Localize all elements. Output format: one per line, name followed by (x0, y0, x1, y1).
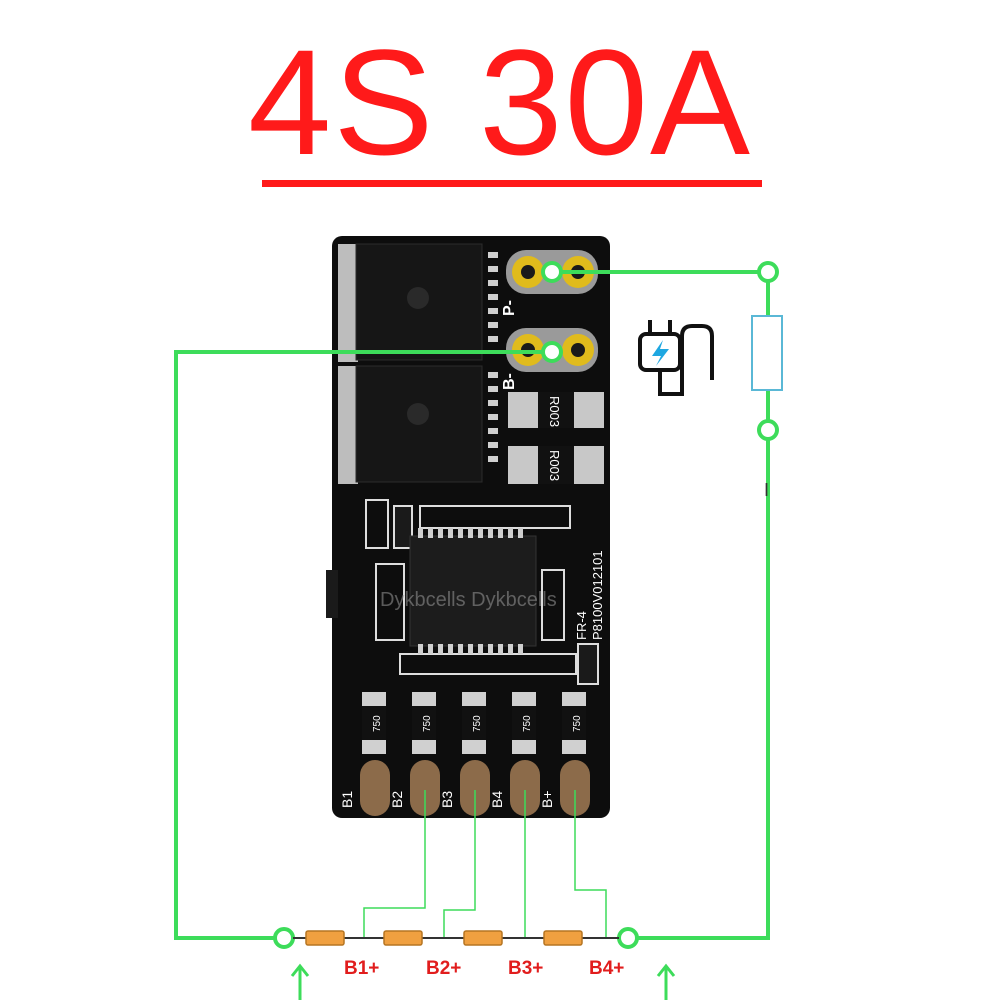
board-text-fr4: FR-4 (574, 611, 589, 640)
load-resistor (751, 315, 783, 391)
resistor-marking-4: 750 (522, 715, 533, 732)
shunt-marking-2: R003 (547, 450, 562, 481)
shunt-resistor-2: R003 (508, 446, 604, 484)
balance-resistor-5: 750 (562, 692, 586, 754)
up-arrow-icon (290, 963, 310, 1000)
pad-p-label: P- (501, 300, 518, 316)
up-arrow-icon (656, 963, 676, 1000)
shunt-resistor-1: R003 (508, 392, 604, 428)
control-ic (409, 528, 537, 654)
tap-label-b2: B2 (389, 791, 405, 808)
main-wires (174, 270, 770, 940)
wire-nodes (273, 261, 779, 949)
title-underline (262, 180, 762, 187)
battery-cell-1 (305, 930, 345, 946)
battery-cell-2 (383, 930, 423, 946)
balance-resistor-1: 750 (362, 692, 386, 754)
battery-label-b2: B2+ (426, 958, 461, 979)
battery-cell-4 (543, 930, 583, 946)
resistor-marking-1: 750 (372, 715, 383, 732)
battery-chain (293, 930, 619, 946)
balance-resistor-3: 750 (462, 692, 486, 754)
balance-wires (363, 790, 607, 938)
balance-resistor-4: 750 (512, 692, 536, 754)
battery-label-b3: B3+ (508, 958, 543, 979)
battery-label-b4: B4+ (589, 958, 624, 979)
bms-board: P- B- R003 R003 (326, 236, 610, 818)
charger-plug-icon (638, 320, 714, 396)
tap-label-bplus: B+ (539, 790, 555, 808)
resistor-marking-2: 750 (422, 715, 433, 732)
resistor-marking-5: 750 (572, 715, 583, 732)
mosfet-top (338, 243, 483, 362)
shunt-marking-1: R003 (547, 396, 562, 427)
pad-b-label: B- (501, 373, 518, 390)
battery-label-b1: B1+ (344, 958, 379, 979)
board-text-code: P8100V012101 (590, 550, 605, 640)
load-label: I (764, 480, 769, 500)
balance-resistor-2: 750 (412, 692, 436, 754)
mosfet-bottom (338, 365, 483, 484)
tap-label-b4: B4 (489, 791, 505, 808)
watermark: Dykbcells Dykbcells (380, 589, 557, 611)
tap-label-b1: B1 (339, 791, 355, 808)
balance-pads (360, 760, 590, 816)
battery-cell-3 (463, 930, 503, 946)
tap-label-b3: B3 (439, 791, 455, 808)
page-title: 4S 30A (247, 18, 753, 186)
resistor-marking-3: 750 (472, 715, 483, 732)
